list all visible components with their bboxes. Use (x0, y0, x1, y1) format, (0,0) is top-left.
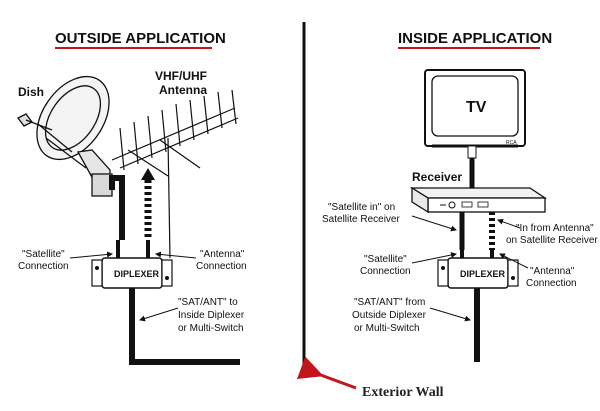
inside-diplexer (437, 248, 519, 289)
tv-brand: RCA (506, 140, 517, 146)
outside-satant-1: "SAT/ANT" to (178, 297, 238, 308)
outside-diplexer (91, 240, 173, 289)
outside-satant-cable (129, 288, 240, 365)
outside-satant-pointer (139, 307, 179, 322)
outside-antenna-conn-2: Connection (196, 261, 247, 272)
dish-label: Dish (18, 85, 44, 99)
dish-icon (17, 75, 113, 197)
tv-icon (424, 69, 526, 159)
inside-satant-2: Outside Diplexer (352, 310, 427, 321)
inside-satellite-pointer (411, 252, 457, 264)
outside-heading: OUTSIDE APPLICATION (55, 30, 226, 47)
outside-satant-2: Inside Diplexer (178, 310, 245, 321)
inside-antenna-pointer (499, 253, 529, 269)
antenna-icon (111, 89, 239, 259)
inside-satellite-conn-1: "Satellite" (364, 254, 407, 265)
outside-satellite-conn-1: "Satellite" (22, 249, 65, 260)
outside-satellite-conn-2: Connection (18, 261, 69, 272)
inside-satellite-conn-2: Connection (360, 266, 411, 277)
inside-satant-3: or Multi-Switch (354, 323, 420, 334)
antenna-feed-cable (141, 168, 155, 240)
outside-antenna-conn-1: "Antenna" (200, 249, 245, 260)
outside-diplexer-label: DIPLEXER (114, 269, 160, 279)
exterior-wall-label: Exterior Wall (362, 385, 444, 400)
receiver-label: Receiver (412, 170, 462, 184)
sat-in-pointer (411, 215, 457, 232)
tv-label: TV (466, 99, 487, 116)
outside-antenna-pointer (155, 251, 197, 259)
inside-satant-pointer (429, 307, 471, 322)
outside-satellite-pointer (69, 251, 113, 259)
outside-satant-3: or Multi-Switch (178, 323, 244, 334)
in-from-label-2: on Satellite Receiver (506, 235, 598, 246)
inside-antenna-conn-1: "Antenna" (530, 266, 575, 277)
inside-antenna-conn-2: Connection (526, 278, 577, 289)
inside-satant-1: "SAT/ANT" from (354, 297, 425, 308)
satellite-feed-cable (109, 175, 125, 240)
antenna-label-1: VHF/UHF (155, 69, 207, 83)
in-from-label-1: "In from Antenna" (516, 223, 594, 234)
in-from-pointer (497, 218, 521, 229)
antenna-label-2: Antenna (159, 83, 207, 97)
sat-in-label-1: "Satellite in" on (328, 202, 395, 213)
receiver-icon (409, 186, 548, 214)
exterior-wall-arrow (296, 356, 357, 390)
sat-in-label-2: Satellite Receiver (322, 214, 400, 225)
inside-heading: INSIDE APPLICATION (398, 30, 552, 47)
inside-diplexer-label: DIPLEXER (460, 269, 506, 279)
